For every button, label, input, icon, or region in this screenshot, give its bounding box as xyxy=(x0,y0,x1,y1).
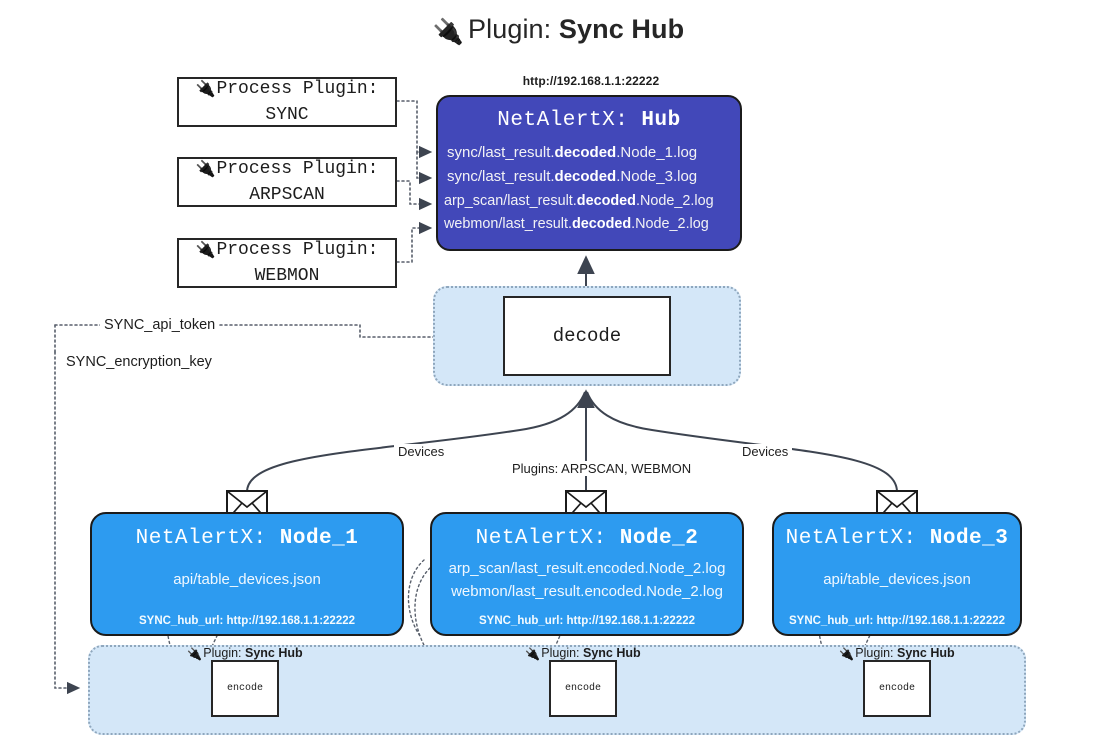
node-title-name: Node_3 xyxy=(929,527,1009,550)
process-plugin-label-line: 🔌Process Plugin: xyxy=(196,156,379,182)
hub-log-line: arp_scan/last_result.decoded.Node_2.log xyxy=(438,190,740,213)
node-title-name: Node_2 xyxy=(619,527,699,550)
node-log-line: arp_scan/last_result.encoded.Node_2.log xyxy=(448,560,726,577)
node-log-line: api/table_devices.json xyxy=(173,571,321,588)
process-plugin-label-line: 🔌Process Plugin: xyxy=(196,76,379,102)
plug-icon: 🔌 xyxy=(195,80,216,99)
edge-label-devices-right: Devices xyxy=(738,444,793,459)
node-card-node-2[interactable]: NetAlertX: Node_2 arp_scan/last_result.e… xyxy=(430,512,744,636)
encode-box-3[interactable]: encode xyxy=(863,660,931,717)
sync-api-token-label: SYNC_api_token xyxy=(100,317,220,333)
encode-plugin-label-3: 🔌Plugin: Sync Hub xyxy=(832,646,962,661)
process-plugin-name: SYNC xyxy=(265,105,309,126)
plug-icon: 🔌 xyxy=(839,647,855,661)
encode-plugin-name: Sync Hub xyxy=(245,646,303,660)
process-plugin-name: WEBMON xyxy=(254,266,320,287)
node-footer: SYNC_hub_url: http://192.168.1.1:22222 xyxy=(788,615,1006,627)
hub-log-pre: sync/last_result. xyxy=(447,168,555,186)
encode-box-2[interactable]: encode xyxy=(549,660,617,717)
encode-plugin-name: Sync Hub xyxy=(897,646,955,660)
hub-title-prefix: NetAlertX: xyxy=(497,109,642,132)
node-title: NetAlertX: Node_1 xyxy=(92,527,402,550)
node-title: NetAlertX: Node_2 xyxy=(432,527,742,550)
encode-plugin-prefix: Plugin: xyxy=(855,646,897,660)
hub-title: NetAlertX: Hub xyxy=(438,109,740,132)
node-title-prefix: NetAlertX: xyxy=(785,527,930,550)
plug-icon: 🔌 xyxy=(195,241,216,260)
process-plugin-label: Process Plugin: xyxy=(216,239,379,260)
encode-plugin-prefix: Plugin: xyxy=(203,646,245,660)
node-log-line: webmon/last_result.encoded.Node_2.log xyxy=(451,583,723,601)
process-plugin-box-arpscan[interactable]: 🔌Process Plugin: ARPSCAN xyxy=(177,157,397,207)
node-title-name: Node_1 xyxy=(279,527,359,550)
decode-box[interactable]: decode xyxy=(503,296,671,376)
page-title: 🔌Plugin: Sync Hub xyxy=(0,14,1117,47)
encode-plugin-name: Sync Hub xyxy=(583,646,641,660)
hub-log-pre: arp_scan/last_result. xyxy=(444,192,577,209)
plug-icon: 🔌 xyxy=(195,160,216,179)
node-footer: SYNC_hub_url: http://192.168.1.1:22222 xyxy=(138,615,356,627)
hub-log-em: decoded xyxy=(554,144,617,161)
node-card-node-3[interactable]: NetAlertX: Node_3 api/table_devices.json… xyxy=(772,512,1022,636)
process-plugin-label-line: 🔌Process Plugin: xyxy=(196,237,379,263)
edge-label-plugins-center: Plugins: ARPSCAN, WEBMON xyxy=(508,461,696,476)
encode-plugin-label-1: 🔌Plugin: Sync Hub xyxy=(180,646,310,661)
sync-encryption-key-label: SYNC_encryption_key xyxy=(62,354,216,370)
process-plugin-label: Process Plugin: xyxy=(216,78,379,99)
hub-title-name: Hub xyxy=(641,109,681,132)
hub-log-line: sync/last_result.decoded.Node_1.log xyxy=(438,141,740,165)
process-plugin-label: Process Plugin: xyxy=(216,158,379,179)
hub-log-em: decoded xyxy=(571,215,632,232)
node-card-node-1[interactable]: NetAlertX: Node_1 api/table_devices.json… xyxy=(90,512,404,636)
hub-log-post: .Node_2.log xyxy=(635,192,714,209)
edge-label-devices-left: Devices xyxy=(394,444,449,459)
hub-log-pre: sync/last_result. xyxy=(447,144,555,161)
title-prefix: Plugin: xyxy=(468,14,559,44)
plug-icon: 🔌 xyxy=(187,647,203,661)
hub-card[interactable]: NetAlertX: Hub sync/last_result.decoded.… xyxy=(436,95,742,251)
title-name: Sync Hub xyxy=(558,14,685,44)
plug-icon: 🔌 xyxy=(525,647,541,661)
process-plugin-name: ARPSCAN xyxy=(249,185,325,206)
node-footer: SYNC_hub_url: http://192.168.1.1:22222 xyxy=(478,615,696,627)
hub-log-post: .Node_2.log xyxy=(631,215,709,232)
hub-url-label: http://192.168.1.1:22222 xyxy=(522,74,660,88)
node-title-prefix: NetAlertX: xyxy=(135,527,280,550)
process-plugin-box-webmon[interactable]: 🔌Process Plugin: WEBMON xyxy=(177,238,397,288)
hub-log-post: .Node_1.log xyxy=(616,144,698,161)
hub-log-em: decoded xyxy=(576,192,636,209)
encode-box-1[interactable]: encode xyxy=(211,660,279,717)
node-title: NetAlertX: Node_3 xyxy=(774,527,1020,550)
hub-log-line: sync/last_result.decoded.Node_3.log xyxy=(438,165,740,189)
node-title-prefix: NetAlertX: xyxy=(475,527,620,550)
plug-icon: 🔌 xyxy=(432,18,465,46)
encode-plugin-label-2: 🔌Plugin: Sync Hub xyxy=(518,646,648,661)
process-plugin-box-sync[interactable]: 🔌Process Plugin: SYNC xyxy=(177,77,397,127)
hub-log-line: webmon/last_result.decoded.Node_2.log xyxy=(438,213,740,236)
encode-plugin-prefix: Plugin: xyxy=(541,646,583,660)
hub-log-em: decoded xyxy=(554,168,617,186)
node-log-line: api/table_devices.json xyxy=(823,571,971,588)
hub-log-post: .Node_3.log xyxy=(616,168,698,186)
hub-log-pre: webmon/last_result. xyxy=(444,215,572,232)
